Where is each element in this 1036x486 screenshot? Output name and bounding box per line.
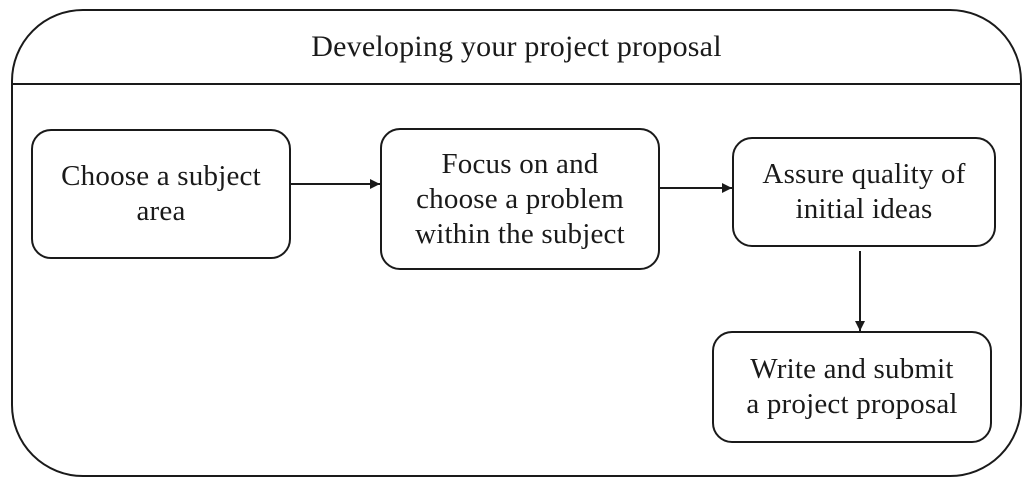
- step-label: Assure quality of initial ideas: [762, 158, 966, 225]
- step-label: Focus on and choose a problem within the…: [415, 147, 625, 250]
- step-label: Write and submit a project proposal: [746, 353, 958, 420]
- diagram-title: Developing your project proposal: [13, 11, 1020, 85]
- step-focus-choose-problem: Focus on and choose a problem within the…: [380, 128, 660, 270]
- diagram-frame: Developing your project proposal: [11, 9, 1022, 477]
- step-choose-subject-area: Choose a subject area: [31, 129, 291, 259]
- step-write-submit-proposal: Write and submit a project proposal: [712, 331, 992, 443]
- step-assure-quality: Assure quality of initial ideas: [732, 137, 996, 247]
- step-label: Choose a subject area: [61, 160, 261, 227]
